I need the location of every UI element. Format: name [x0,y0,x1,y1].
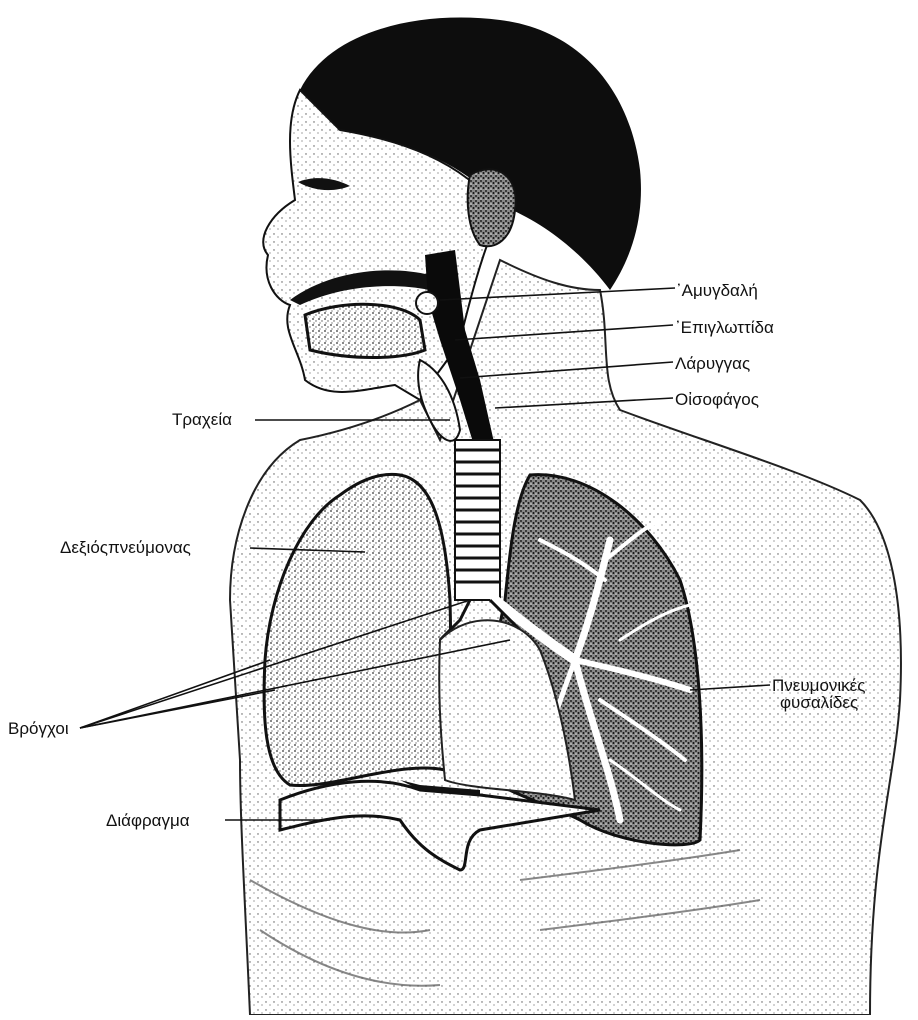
trachea [455,440,500,600]
label-bronchi: Βρόγχοι [8,719,69,738]
label-tonsil: ᾿Αμυγδαλή [676,281,758,300]
oral-cavity [305,304,425,357]
tonsil [416,292,438,314]
label-right-lung: Δεξιόςπνεύμονας [60,538,191,557]
label-epiglottis: ᾿Επιγλωττίδα [675,318,774,337]
label-diaphragm: Διάφραγμα [106,811,190,830]
ear [468,169,516,246]
label-trachea: Τραχεία [172,410,232,429]
label-alveoli-line2: φυσαλίδες [780,693,858,712]
label-esophagus: Οἰσοφάγος [675,390,759,409]
label-larynx: Λάρυγγας [675,354,750,373]
